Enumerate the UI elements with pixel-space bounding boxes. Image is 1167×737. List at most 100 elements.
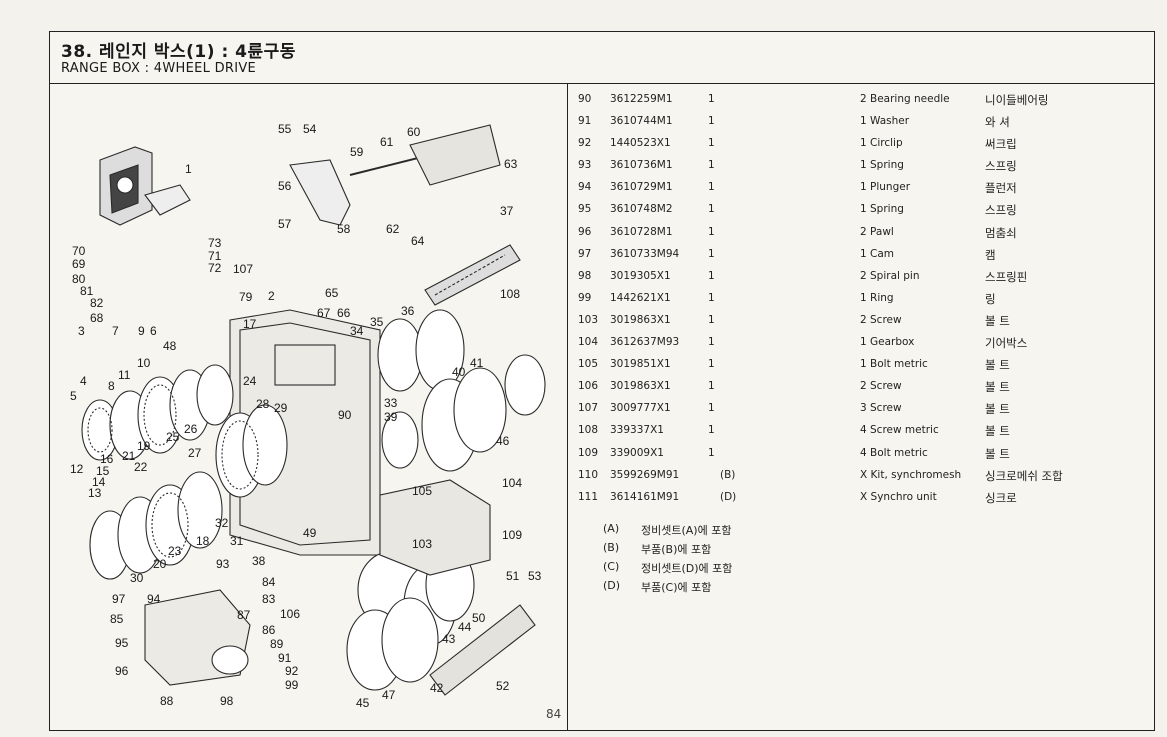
callout-73: 73 bbox=[208, 236, 222, 250]
parts-cell-ko: 볼 트 bbox=[985, 313, 1010, 328]
callout-41: 41 bbox=[470, 356, 484, 370]
callout-30: 30 bbox=[130, 571, 144, 585]
parts-cell-no: 110 bbox=[578, 468, 599, 481]
callout-67: 67 bbox=[317, 306, 331, 320]
parts-cell-qty: 1 bbox=[708, 358, 715, 371]
callout-82: 82 bbox=[90, 296, 104, 310]
callout-13: 13 bbox=[88, 486, 102, 500]
parts-cell-part: 3610733M94 bbox=[610, 247, 680, 260]
callout-94: 94 bbox=[147, 592, 161, 606]
callout-7: 7 bbox=[112, 324, 119, 338]
callout-95: 95 bbox=[115, 636, 129, 650]
callout-56: 56 bbox=[278, 179, 292, 193]
callout-104: 104 bbox=[502, 476, 522, 490]
callout-72: 72 bbox=[208, 261, 222, 275]
callout-91: 91 bbox=[278, 651, 292, 665]
parts-cell-desc: X Synchro unit bbox=[860, 490, 937, 503]
footnote-code: (D) bbox=[603, 579, 621, 592]
parts-cell-qty: 1 bbox=[708, 93, 715, 105]
column-divider bbox=[567, 84, 568, 731]
parts-cell-part: 3610744M1 bbox=[610, 115, 673, 128]
parts-cell-ko: 볼 트 bbox=[985, 424, 1010, 439]
page-title-english: RANGE BOX : 4WHEEL DRIVE bbox=[61, 61, 257, 76]
parts-cell-part: 339337X1 bbox=[610, 424, 664, 437]
parts-cell-part: 3019851X1 bbox=[610, 358, 671, 371]
callout-69: 69 bbox=[72, 257, 86, 271]
parts-cell-part: 3610748M2 bbox=[610, 203, 673, 216]
callout-93: 93 bbox=[216, 557, 230, 571]
callout-18: 18 bbox=[196, 534, 210, 548]
parts-cell-part: 3610736M1 bbox=[610, 159, 673, 172]
footnote-text: 부품(C)에 포함 bbox=[641, 581, 712, 594]
callout-86: 86 bbox=[262, 623, 276, 637]
parts-cell-desc: 1 Circlip bbox=[860, 137, 903, 150]
parts-cell-no: 95 bbox=[578, 203, 592, 216]
parts-cell-part: 339009X1 bbox=[610, 446, 664, 459]
callout-36: 36 bbox=[401, 304, 415, 318]
callout-84: 84 bbox=[262, 575, 276, 589]
callout-37: 37 bbox=[500, 204, 514, 218]
parts-cell-no: 107 bbox=[578, 402, 599, 415]
callout-57: 57 bbox=[278, 217, 292, 231]
callout-20: 20 bbox=[153, 557, 167, 571]
parts-cell-part: 1440523X1 bbox=[610, 137, 671, 150]
callout-14: 14 bbox=[92, 475, 106, 489]
parts-cell-no: 97 bbox=[578, 247, 592, 260]
callout-43: 43 bbox=[442, 632, 456, 646]
callout-92: 92 bbox=[285, 664, 299, 678]
parts-cell-part: 3019863X1 bbox=[610, 313, 671, 326]
callout-70: 70 bbox=[72, 244, 86, 258]
parts-cell-desc: 1 Bolt metric bbox=[860, 358, 928, 371]
callout-8: 8 bbox=[108, 379, 115, 393]
parts-cell-desc: 1 Spring bbox=[860, 203, 904, 216]
parts-cell-ko: 링 bbox=[985, 291, 996, 306]
callout-107: 107 bbox=[233, 262, 253, 276]
callout-9: 9 bbox=[138, 324, 145, 338]
parts-cell-qty: 1 bbox=[708, 203, 715, 216]
callout-89: 89 bbox=[270, 637, 284, 651]
parts-cell-desc: 2 Screw bbox=[860, 313, 902, 326]
callout-96: 96 bbox=[115, 664, 129, 678]
callout-24: 24 bbox=[243, 374, 257, 388]
parts-cell-ko: 싱크로 bbox=[985, 490, 1017, 505]
footnote-code: (B) bbox=[603, 541, 620, 554]
callout-90: 90 bbox=[338, 408, 352, 422]
callout-99: 99 bbox=[285, 678, 299, 692]
parts-cell-desc: 1 Washer bbox=[860, 115, 910, 128]
parts-cell-no: 90 bbox=[578, 93, 592, 105]
callout-88: 88 bbox=[160, 694, 174, 708]
parts-cell-ko: 멈춤쇠 bbox=[985, 225, 1017, 240]
parts-cell-qty: 1 bbox=[708, 380, 715, 393]
callout-52: 52 bbox=[496, 679, 510, 693]
parts-cell-qty: 1 bbox=[708, 291, 715, 304]
parts-cell-ko: 캠 bbox=[985, 247, 996, 262]
callout-10: 10 bbox=[137, 356, 151, 370]
callout-54: 54 bbox=[303, 122, 317, 136]
parts-cell-qty: 1 bbox=[708, 247, 715, 260]
callout-1: 1 bbox=[185, 162, 192, 176]
callout-33: 33 bbox=[384, 396, 398, 410]
callout-22: 22 bbox=[134, 460, 148, 474]
parts-cell-desc: X Kit, synchromesh bbox=[860, 468, 962, 481]
callout-35: 35 bbox=[370, 315, 384, 329]
callout-34: 34 bbox=[350, 324, 364, 338]
parts-cell-ko: 스프링 bbox=[985, 159, 1017, 174]
parts-cell-desc: 1 Ring bbox=[860, 291, 894, 304]
parts-cell-ko: 볼 트 bbox=[985, 380, 1010, 395]
callout-45: 45 bbox=[356, 696, 370, 710]
parts-cell-part: 3614161M91 bbox=[610, 490, 680, 503]
parts-cell-part: 1442621X1 bbox=[610, 291, 671, 304]
callout-58: 58 bbox=[337, 222, 351, 236]
parts-cell-no: 96 bbox=[578, 225, 592, 238]
callout-25: 25 bbox=[166, 430, 180, 444]
callout-60: 60 bbox=[407, 125, 421, 139]
footnote-code: (C) bbox=[603, 560, 620, 573]
parts-cell-desc: 2 Bearing needle bbox=[860, 93, 950, 105]
